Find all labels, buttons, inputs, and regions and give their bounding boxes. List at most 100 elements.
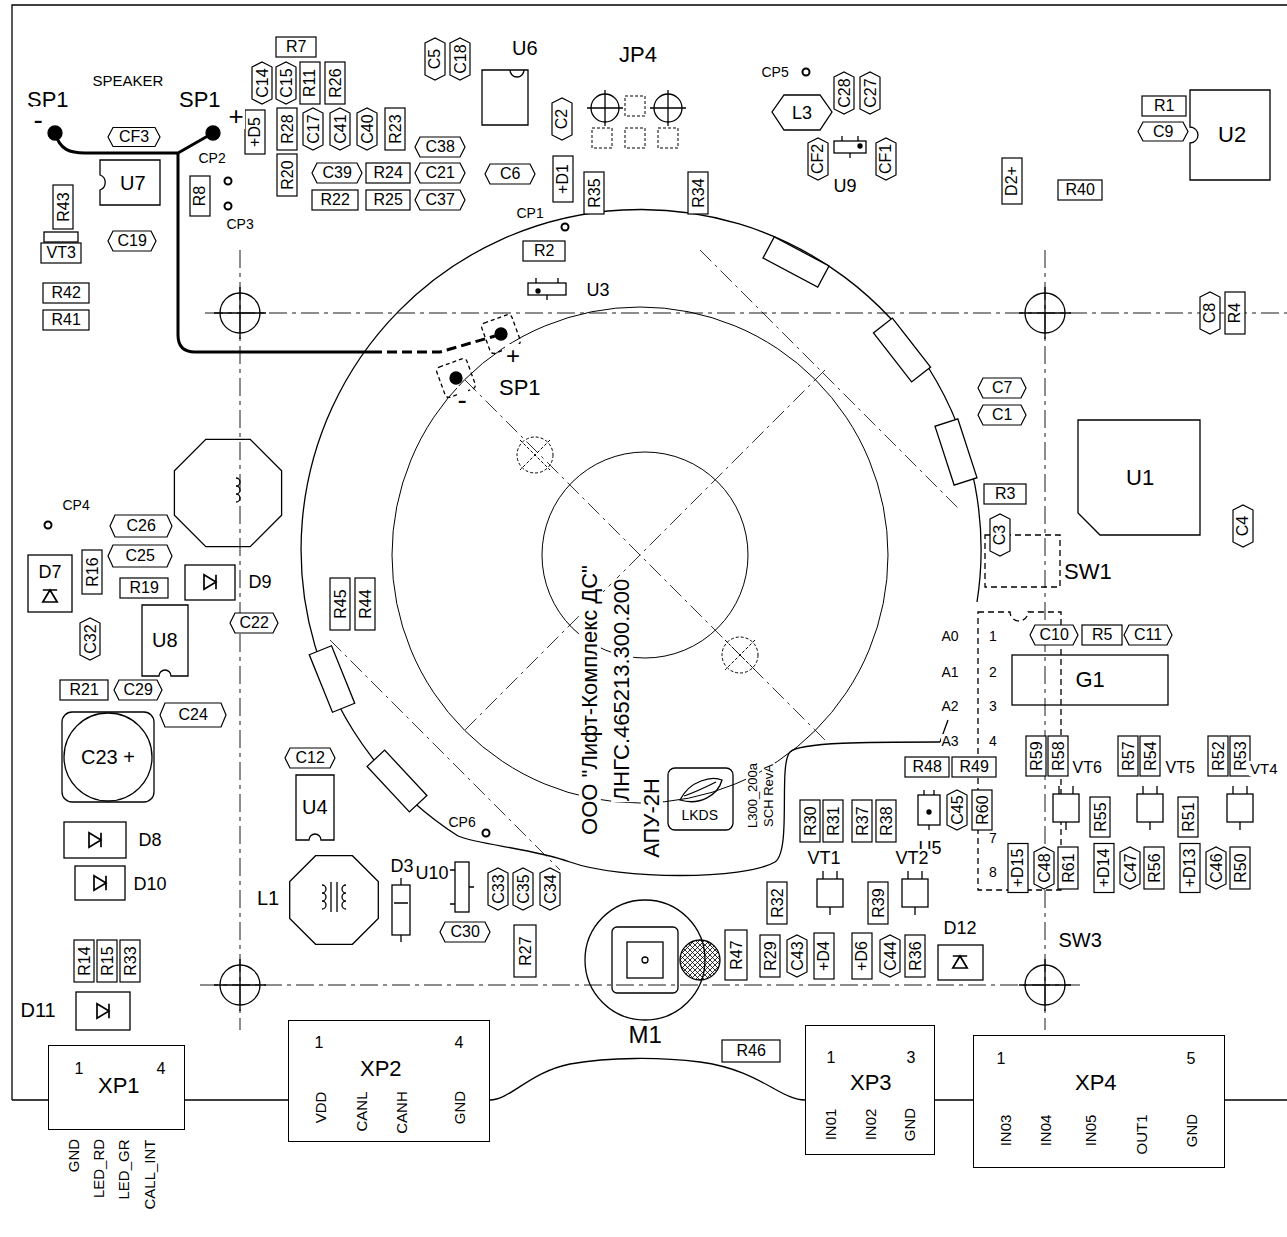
- capacitor-outline: [990, 514, 1010, 556]
- rect-shape: [455, 862, 469, 912]
- resistor-ref: R53: [1232, 740, 1248, 771]
- part-label: D9: [248, 573, 273, 591]
- capacitor-ref: C21: [425, 165, 456, 181]
- resistor-ref: R11: [302, 68, 318, 98]
- part-label: M1: [628, 1023, 663, 1047]
- buzzer-outline: [458, 742, 940, 876]
- resistor-outline: [1002, 158, 1022, 204]
- circle-shape: [48, 126, 62, 140]
- part-label: G1: [1075, 669, 1106, 691]
- capacitor-outline: [312, 163, 362, 183]
- rect-shape: [902, 879, 928, 907]
- part-label: U6: [511, 38, 539, 58]
- resistor-ref: R35: [586, 177, 602, 208]
- g-shape: [817, 871, 843, 915]
- connector-block: 1XP45IN03IN04IN05OUT1GND: [973, 1035, 1225, 1168]
- capacitor-outline: [415, 137, 465, 157]
- capacitor-outline: [1206, 847, 1226, 889]
- resistor-outline: [1142, 96, 1186, 116]
- resistor-ref: R37: [854, 805, 870, 836]
- resistor-ref: R16: [84, 556, 100, 587]
- capacitor-outline: [540, 868, 560, 910]
- rect-shape: [28, 555, 72, 612]
- resistor-ref: R26: [327, 67, 343, 98]
- circle-shape: [483, 830, 490, 837]
- capacitor-outline: [876, 138, 896, 180]
- part-label: ЛНГС.465213.300.200: [611, 578, 633, 802]
- resistor-outline: [972, 790, 992, 830]
- part-label: VT2: [895, 849, 930, 867]
- inductor-l3: [772, 95, 832, 130]
- capacitor-outline: [1124, 625, 1172, 645]
- use-shape: [204, 575, 216, 589]
- part-label: -: [457, 386, 468, 414]
- resistor-ref: R3: [994, 486, 1016, 502]
- resistor-outline: [277, 108, 297, 150]
- use-shape: [94, 876, 106, 890]
- resistor-outline: [722, 1040, 780, 1062]
- rect-shape: [668, 768, 733, 830]
- resistor-ref: +D6: [854, 940, 870, 972]
- resistor-ref: R14: [76, 945, 92, 976]
- resistor-outline: [905, 935, 925, 977]
- part-label: U10: [415, 864, 450, 882]
- resistor-outline: [300, 62, 320, 104]
- capacitor-outline: [330, 108, 350, 150]
- connector-label: XP2: [360, 1058, 402, 1080]
- signal-name: LED_GR: [116, 1139, 131, 1199]
- resistor-outline: [1058, 180, 1102, 200]
- part-label: L3: [791, 104, 813, 122]
- use-shape: [97, 1004, 109, 1018]
- resistor-ref: +D4: [816, 940, 832, 972]
- signal-name: GND: [452, 1091, 467, 1124]
- ic-u1: [1078, 420, 1200, 535]
- capacitor-ref: C4: [1235, 515, 1251, 537]
- resistor-outline: [1230, 847, 1250, 889]
- connector-label: XP4: [1075, 1072, 1117, 1094]
- rect-shape: [1227, 794, 1253, 822]
- resistor-outline: [1008, 844, 1028, 893]
- resistor-outline: [1118, 736, 1138, 776]
- capacitor-outline: [303, 108, 323, 150]
- path-shape: [394, 878, 408, 942]
- capacitor-outline: [1138, 122, 1188, 141]
- path-shape: [908, 871, 922, 915]
- capacitor-outline: [485, 164, 535, 184]
- capacitor-outline: [1034, 847, 1054, 889]
- capacitor-outline: [880, 935, 900, 977]
- part-label: 3: [988, 699, 998, 713]
- capacitor-ref: C5: [427, 48, 443, 70]
- resistor-outline: [330, 578, 350, 630]
- circle-shape: [536, 289, 540, 293]
- resistor-outline: [1082, 625, 1122, 645]
- signal-name: IN04: [1038, 1114, 1053, 1146]
- rect-shape: [873, 318, 930, 382]
- use-shape: [43, 590, 57, 602]
- resistor-ref: R48: [912, 759, 943, 775]
- resistor-outline: [1230, 736, 1250, 776]
- capacitor-outline: [1200, 292, 1220, 334]
- resistor-outline: [1094, 844, 1114, 893]
- rect-shape: [392, 885, 410, 935]
- part-label: U1: [1125, 467, 1155, 489]
- capacitor-ref: C8: [1202, 302, 1218, 324]
- rect-shape: [763, 237, 829, 287]
- capacitor-outline: [440, 922, 490, 942]
- connector-label: 3: [907, 1050, 916, 1066]
- part-label: CP3: [226, 217, 255, 231]
- connector-label: 4: [157, 1061, 166, 1077]
- capacitor-outline: [80, 618, 100, 660]
- resistor-outline: [688, 172, 708, 214]
- connector-label: 4: [455, 1035, 464, 1051]
- ic-u4: [296, 775, 334, 840]
- resistor-ref: R49: [959, 759, 990, 775]
- resistor-ref: R43: [55, 191, 71, 222]
- resistor-outline: [876, 800, 896, 842]
- capacitor-c23: [62, 712, 154, 802]
- resistor-ref: R29: [762, 940, 778, 971]
- capacitor-outline: [415, 190, 465, 210]
- resistor-ref: R39: [870, 887, 886, 918]
- motor-m1: [585, 900, 720, 1020]
- path-shape: [924, 790, 934, 830]
